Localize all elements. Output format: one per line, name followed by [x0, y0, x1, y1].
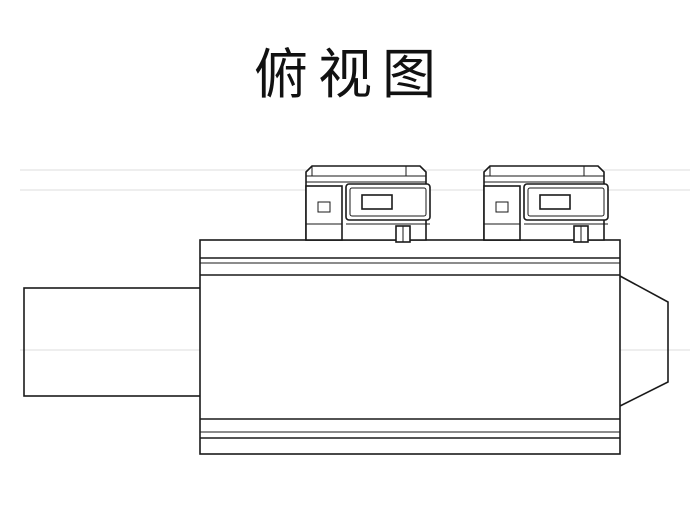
main-body: [199, 239, 621, 455]
connector-module-right: [483, 165, 609, 243]
connector-module-left: [305, 165, 431, 243]
view-title: 俯视图: [254, 43, 446, 106]
left-tube: [23, 287, 203, 397]
right-cone: [619, 275, 669, 407]
